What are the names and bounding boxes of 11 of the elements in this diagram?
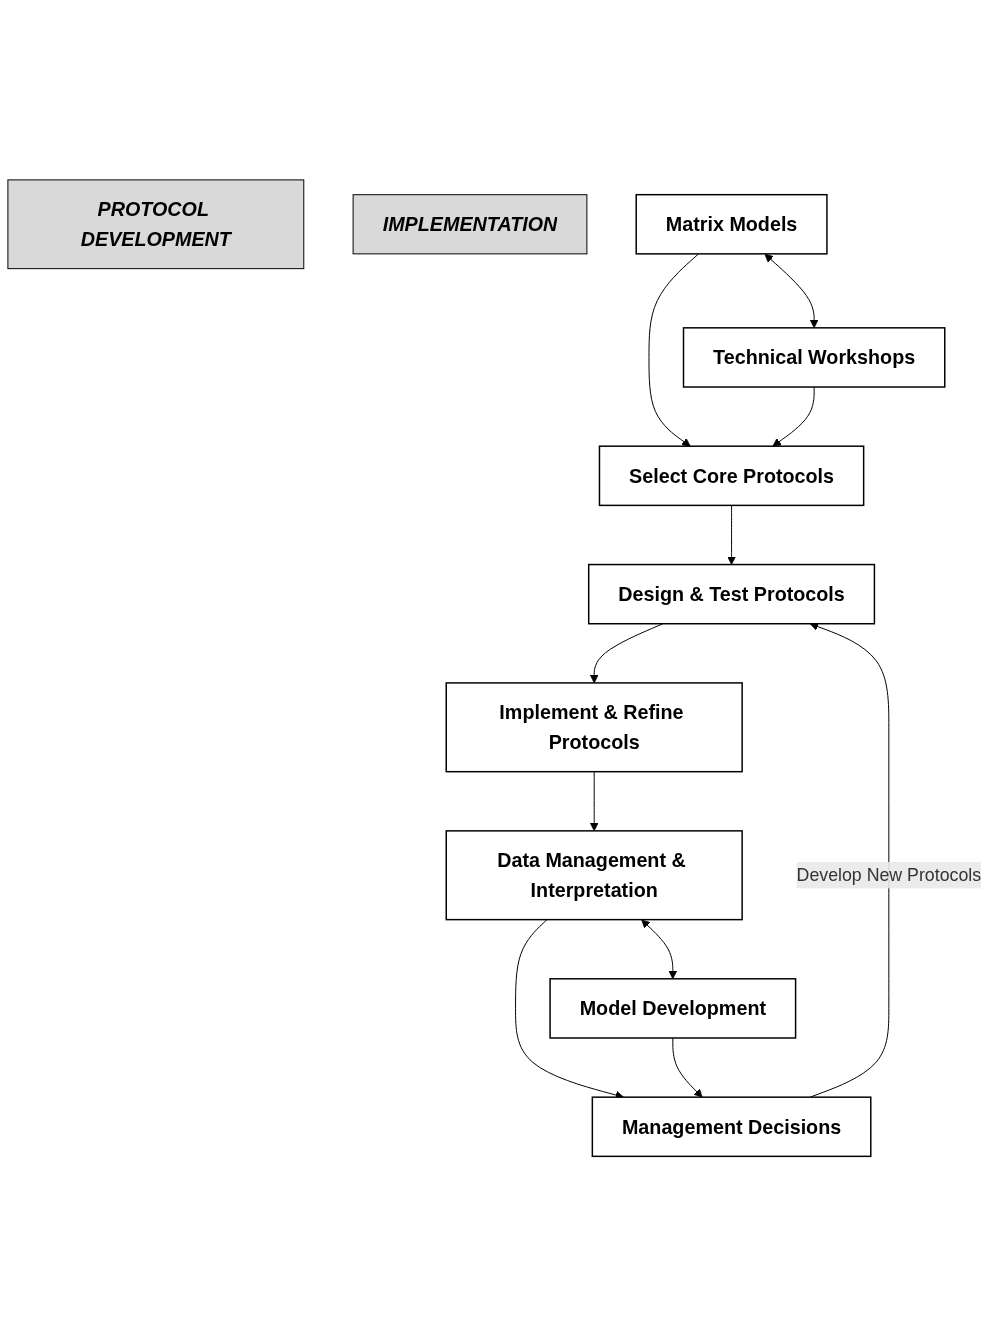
node-box: Data Management & Interpretation <box>445 830 743 921</box>
node-box: Select Core Protocols <box>598 445 865 506</box>
node-box: PROTOCOL DEVELOPMENT <box>7 179 305 270</box>
node-box: IMPLEMENTATION <box>352 194 588 255</box>
node-box: Model Development <box>549 977 797 1039</box>
node-box: Technical Workshops <box>682 326 946 388</box>
node-box: Implement & Refine Protocols <box>445 682 743 773</box>
node-box: Matrix Models <box>635 193 828 255</box>
node-box: Management Decisions <box>591 1096 872 1157</box>
edge-label: Develop New Protocols <box>796 864 982 885</box>
node-box: Design & Test Protocols <box>587 563 876 625</box>
